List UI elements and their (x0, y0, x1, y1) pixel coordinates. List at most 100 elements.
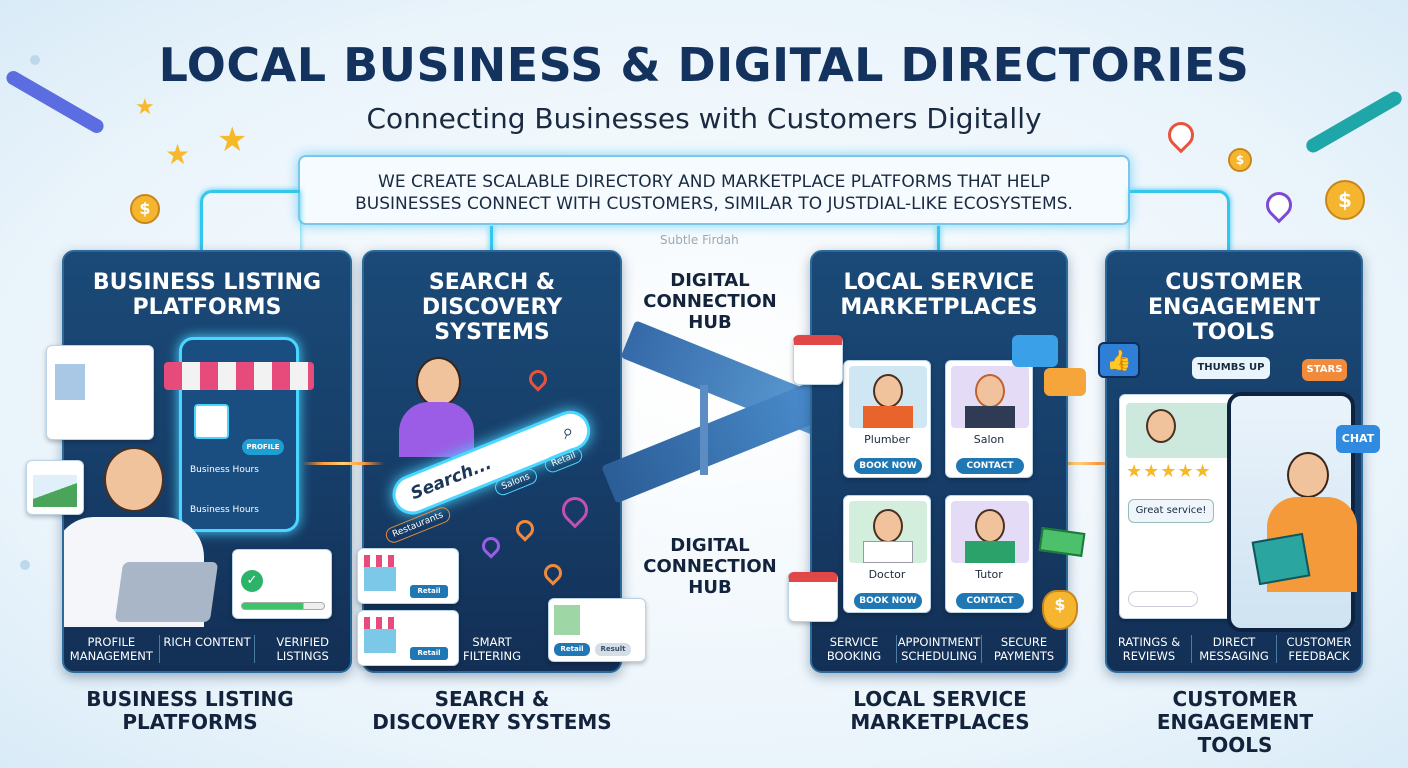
location-pin-icon (540, 560, 566, 586)
store-awning (164, 362, 314, 390)
provider-card-salon[interactable]: Salon CONTACT (945, 360, 1033, 478)
image-window (26, 460, 84, 515)
feature: CUSTOMER FEEDBACK (1286, 635, 1352, 663)
apron (965, 406, 1015, 428)
feature: PROFILE MANAGEMENT (64, 635, 160, 663)
uniform (863, 406, 913, 428)
chat-bubble-icon (1044, 368, 1086, 396)
feature: RICH CONTENT (160, 635, 256, 663)
calendar-icon (788, 572, 838, 622)
intro-banner: WE CREATE SCALABLE DIRECTORY AND MARKETP… (298, 155, 1130, 225)
thumbs-up-bubble: THUMBS UP (1192, 357, 1270, 379)
feature-list: PROFILE MANAGEMENT RICH CONTENT VERIFIED… (64, 635, 350, 663)
store-icon (194, 404, 229, 439)
connector-wire (200, 190, 300, 252)
contact-button[interactable]: CONTACT (956, 458, 1024, 474)
panel-title: SEARCH & DISCOVERY SYSTEMS (421, 270, 563, 345)
profile-window (46, 345, 154, 440)
banner-line: WE CREATE SCALABLE DIRECTORY AND MARKETP… (378, 172, 1050, 192)
star-icon: ★ (135, 95, 155, 120)
provider-name: Tutor (975, 568, 1003, 581)
customer-avatar (1287, 452, 1329, 498)
stars-tag: STARS (1302, 359, 1347, 381)
location-pin-icon (525, 366, 551, 392)
provider-card-doctor[interactable]: Doctor BOOK NOW (843, 495, 931, 613)
user-avatar (416, 357, 461, 407)
business-owner-avatar (104, 447, 164, 512)
book-now-button[interactable]: BOOK NOW (854, 458, 922, 474)
reviewer-avatar (1146, 409, 1176, 443)
provider-name: Salon (973, 433, 1005, 446)
review-input[interactable] (1128, 591, 1198, 607)
caption: CUSTOMER ENGAGEMENT TOOLS (1156, 687, 1314, 757)
star-icon: ★ (217, 120, 248, 160)
network-dot (20, 560, 30, 570)
result-card[interactable]: Retail (357, 548, 459, 604)
salon-avatar (975, 374, 1005, 408)
reviewer-photo (1126, 403, 1230, 458)
tag-button[interactable]: Retail (410, 647, 448, 660)
feature-list: RATINGS & REVIEWS DIRECT MESSAGING CUSTO… (1107, 635, 1361, 663)
provider-photo (951, 501, 1029, 563)
feature: VERIFIED LISTINGS (276, 635, 329, 663)
page-subtitle: Connecting Businesses with Customers Dig… (366, 102, 1042, 135)
feature: SECURE PAYMENTS (993, 635, 1055, 663)
laptop-icon (114, 562, 219, 622)
avatar (55, 364, 85, 400)
map-icon (554, 605, 580, 635)
profile-button[interactable]: PROFILE (242, 439, 284, 455)
book-now-button[interactable]: BOOK NOW (854, 593, 922, 609)
panel-title: CUSTOMER ENGAGEMENT TOOLS (1148, 270, 1320, 345)
provider-photo (951, 366, 1029, 428)
search-icon[interactable]: ⌕ (557, 417, 578, 445)
review-text: Great service! (1128, 499, 1214, 523)
hub-label-top: DIGITAL CONNECTION HUB (643, 270, 777, 333)
location-pin-icon (478, 533, 504, 559)
book-icon (1251, 532, 1311, 586)
caption: LOCAL SERVICE MARKETPLACES (850, 687, 1030, 734)
chat-bubble-icon (1012, 335, 1058, 367)
money-bag-icon: $ (1042, 590, 1078, 630)
feature: APPOINTMENT SCHEDULING (897, 635, 982, 663)
hub-label-bottom: DIGITAL CONNECTION HUB (643, 535, 777, 598)
watermark: Subtle Firdah (660, 233, 739, 247)
feature-list: SMART FILTERING (444, 635, 540, 663)
provider-photo (849, 366, 927, 428)
shirt (965, 541, 1015, 563)
bridge-tower (700, 385, 708, 475)
banner-line: BUSINESSES CONNECT WITH CUSTOMERS, SIMIL… (355, 194, 1073, 214)
store-icon (364, 555, 396, 591)
tag-button[interactable]: Retail (554, 643, 590, 656)
plumber-avatar (873, 374, 903, 408)
tag-button[interactable]: Result (595, 643, 631, 656)
business-hours-label: Business Hours (190, 505, 259, 515)
provider-name: Plumber (864, 433, 910, 446)
feature: SMART FILTERING (462, 635, 522, 663)
provider-photo (849, 501, 927, 563)
feature-list: SERVICE BOOKING APPOINTMENT SCHEDULING S… (812, 635, 1066, 663)
coin-icon: $ (1228, 148, 1252, 172)
coin-icon: $ (1325, 180, 1365, 220)
user-body (399, 402, 474, 457)
caption: SEARCH & DISCOVERY SYSTEMS (372, 687, 612, 734)
panel-business-listing: BUSINESS LISTING PLATFORMS PROFILE Busin… (62, 250, 352, 673)
feature: DIRECT MESSAGING (1192, 635, 1277, 663)
doctor-avatar (873, 509, 903, 543)
search-placeholder: Search... (407, 453, 495, 505)
feature: RATINGS & REVIEWS (1107, 635, 1192, 663)
thumbs-up-icon: 👍 (1098, 342, 1140, 378)
provider-card-tutor[interactable]: Tutor CONTACT (945, 495, 1033, 613)
location-pin-icon (512, 516, 538, 542)
location-pin-icon (1260, 186, 1298, 224)
connector-wire (490, 226, 493, 252)
contact-button[interactable]: CONTACT (956, 593, 1024, 609)
page-title: LOCAL BUSINESS & DIGITAL DIRECTORIES (158, 38, 1250, 92)
provider-card-plumber[interactable]: Plumber BOOK NOW (843, 360, 931, 478)
tutor-avatar (975, 509, 1005, 543)
map-result-card[interactable]: Retail Result (548, 598, 646, 662)
business-hours-label: Business Hours (190, 465, 259, 475)
result-card[interactable]: Retail (357, 610, 459, 666)
tag-button[interactable]: Retail (410, 585, 448, 598)
panel-title: LOCAL SERVICE MARKETPLACES (840, 270, 1038, 320)
verified-check-icon: ✓ (241, 570, 263, 592)
